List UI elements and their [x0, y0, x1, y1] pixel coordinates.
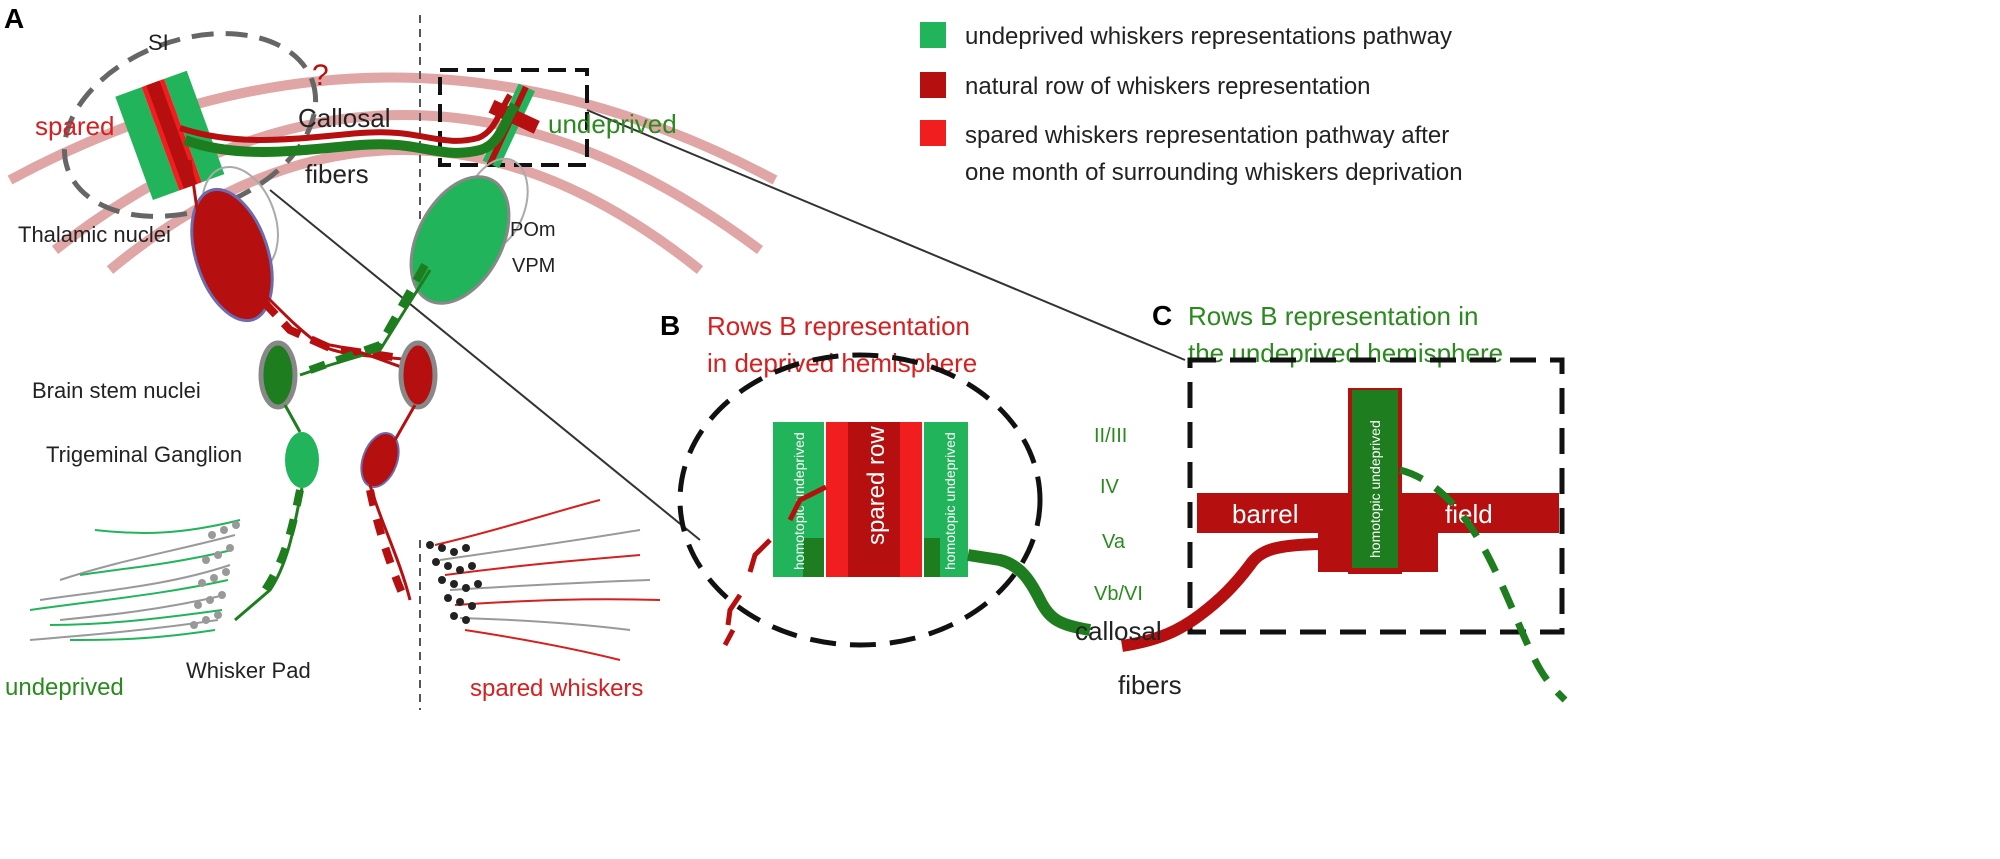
- trigeminal-label: Trigeminal Ganglion: [46, 442, 242, 467]
- si-label: SI: [148, 30, 169, 55]
- nerve-left-dashed: [261, 489, 304, 593]
- panel-c: C Rows B representation in the undeprive…: [1075, 300, 1568, 703]
- layer-label-2-3: II/III: [1094, 425, 1127, 447]
- right-whiskers: [434, 499, 661, 661]
- panel-c-title-line2: the undeprived hemisphere: [1188, 338, 1503, 368]
- fibers-label: fibers: [305, 159, 369, 189]
- zoom-dashed-box: [438, 68, 589, 167]
- panel-a: A SI ? spared undeprived Callosal fibers…: [4, 3, 1186, 710]
- legend-text-spared-line1: spared whiskers representation pathway a…: [965, 122, 1449, 149]
- pathway-right-green-dashed: [308, 263, 429, 374]
- pom-label: POm: [510, 219, 556, 241]
- panel-b-dashed-ellipse: [677, 352, 1043, 648]
- panel-b-red-pathway: [722, 484, 828, 647]
- layer-label-4: IV: [1100, 476, 1120, 498]
- legend-swatch-natural-row: [920, 72, 946, 98]
- callosal-label: Callosal: [298, 103, 391, 133]
- left-undeprived-column-base: [803, 538, 824, 577]
- right-whisker-follicles: [426, 541, 482, 624]
- undeprived-top-label: undeprived: [548, 109, 677, 139]
- left-barrel-column: [115, 70, 225, 201]
- spared-row-column-inner: [848, 422, 900, 577]
- spared-row-label: spared row: [863, 426, 890, 545]
- left-whisker-follicles: [190, 521, 240, 629]
- right-undeprived-column-base: [924, 538, 940, 577]
- callosal-bottom-label: callosal: [1075, 616, 1162, 646]
- panel-c-letter: C: [1152, 300, 1172, 331]
- panel-b-green-fiber: [967, 549, 1091, 636]
- legend-swatch-undeprived: [920, 22, 946, 48]
- brainstem-nucleus-right: [398, 340, 438, 410]
- legend-swatch-spared: [920, 120, 946, 146]
- panel-c-title-line1: Rows B representation in: [1188, 301, 1478, 331]
- layer-label-5b-6: Vb/VI: [1094, 583, 1143, 605]
- panel-b-letter: B: [660, 310, 680, 341]
- callosal-fibers-red: [179, 93, 513, 144]
- panel-c-green-dashed: [1399, 466, 1568, 703]
- legend-text-natural-row: natural row of whiskers representation: [965, 73, 1371, 100]
- thalamic-nucleus-right: [409, 175, 511, 305]
- trigeminal-left: [285, 432, 319, 488]
- spared-label: spared: [35, 111, 115, 141]
- right-column-label: homotopic undeprived: [942, 432, 958, 570]
- fibers-bottom-label: fibers: [1118, 670, 1182, 700]
- homotopic-column-label: homotopic undeprived: [1367, 420, 1383, 558]
- thalamic-label: Thalamic nuclei: [18, 222, 171, 247]
- brainstem-label: Brain stem nuclei: [32, 378, 201, 403]
- whisker-pad-label: Whisker Pad: [186, 658, 311, 683]
- undeprived-bottom-label: undeprived: [5, 674, 124, 701]
- legend: undeprived whiskers representations path…: [920, 22, 1463, 186]
- legend-text-undeprived: undeprived whiskers representations path…: [965, 23, 1452, 50]
- panel-b-title-line2: in deprived hemisphere: [707, 348, 977, 378]
- homotopic-column: [1352, 390, 1398, 568]
- thalamic-nucleus-left: [190, 187, 274, 323]
- legend-text-spared-line2: one month of surrounding whiskers depriv…: [965, 159, 1463, 186]
- panel-b: B Rows B representation in deprived hemi…: [660, 310, 1143, 648]
- question-mark: ?: [312, 59, 329, 92]
- spared-whiskers-label: spared whiskers: [470, 675, 643, 702]
- zoom-line-to-c: [586, 109, 1186, 361]
- panel-c-dashed-box: [1187, 357, 1565, 635]
- barrel-label: barrel: [1232, 499, 1298, 529]
- zoom-line-to-b: [269, 189, 701, 541]
- nerve-right-dashed: [366, 489, 409, 602]
- callosal-fibers-green: [183, 102, 520, 158]
- panel-a-letter: A: [4, 3, 24, 34]
- cortex-arc-outer: [7, 72, 778, 185]
- panel-b-title-line1: Rows B representation: [707, 311, 970, 341]
- panel-c-red-fiber: [1121, 538, 1321, 652]
- brainstem-nucleus-left: [258, 340, 298, 410]
- vpm-label: VPM: [512, 255, 555, 277]
- layer-label-5a: Va: [1102, 531, 1126, 553]
